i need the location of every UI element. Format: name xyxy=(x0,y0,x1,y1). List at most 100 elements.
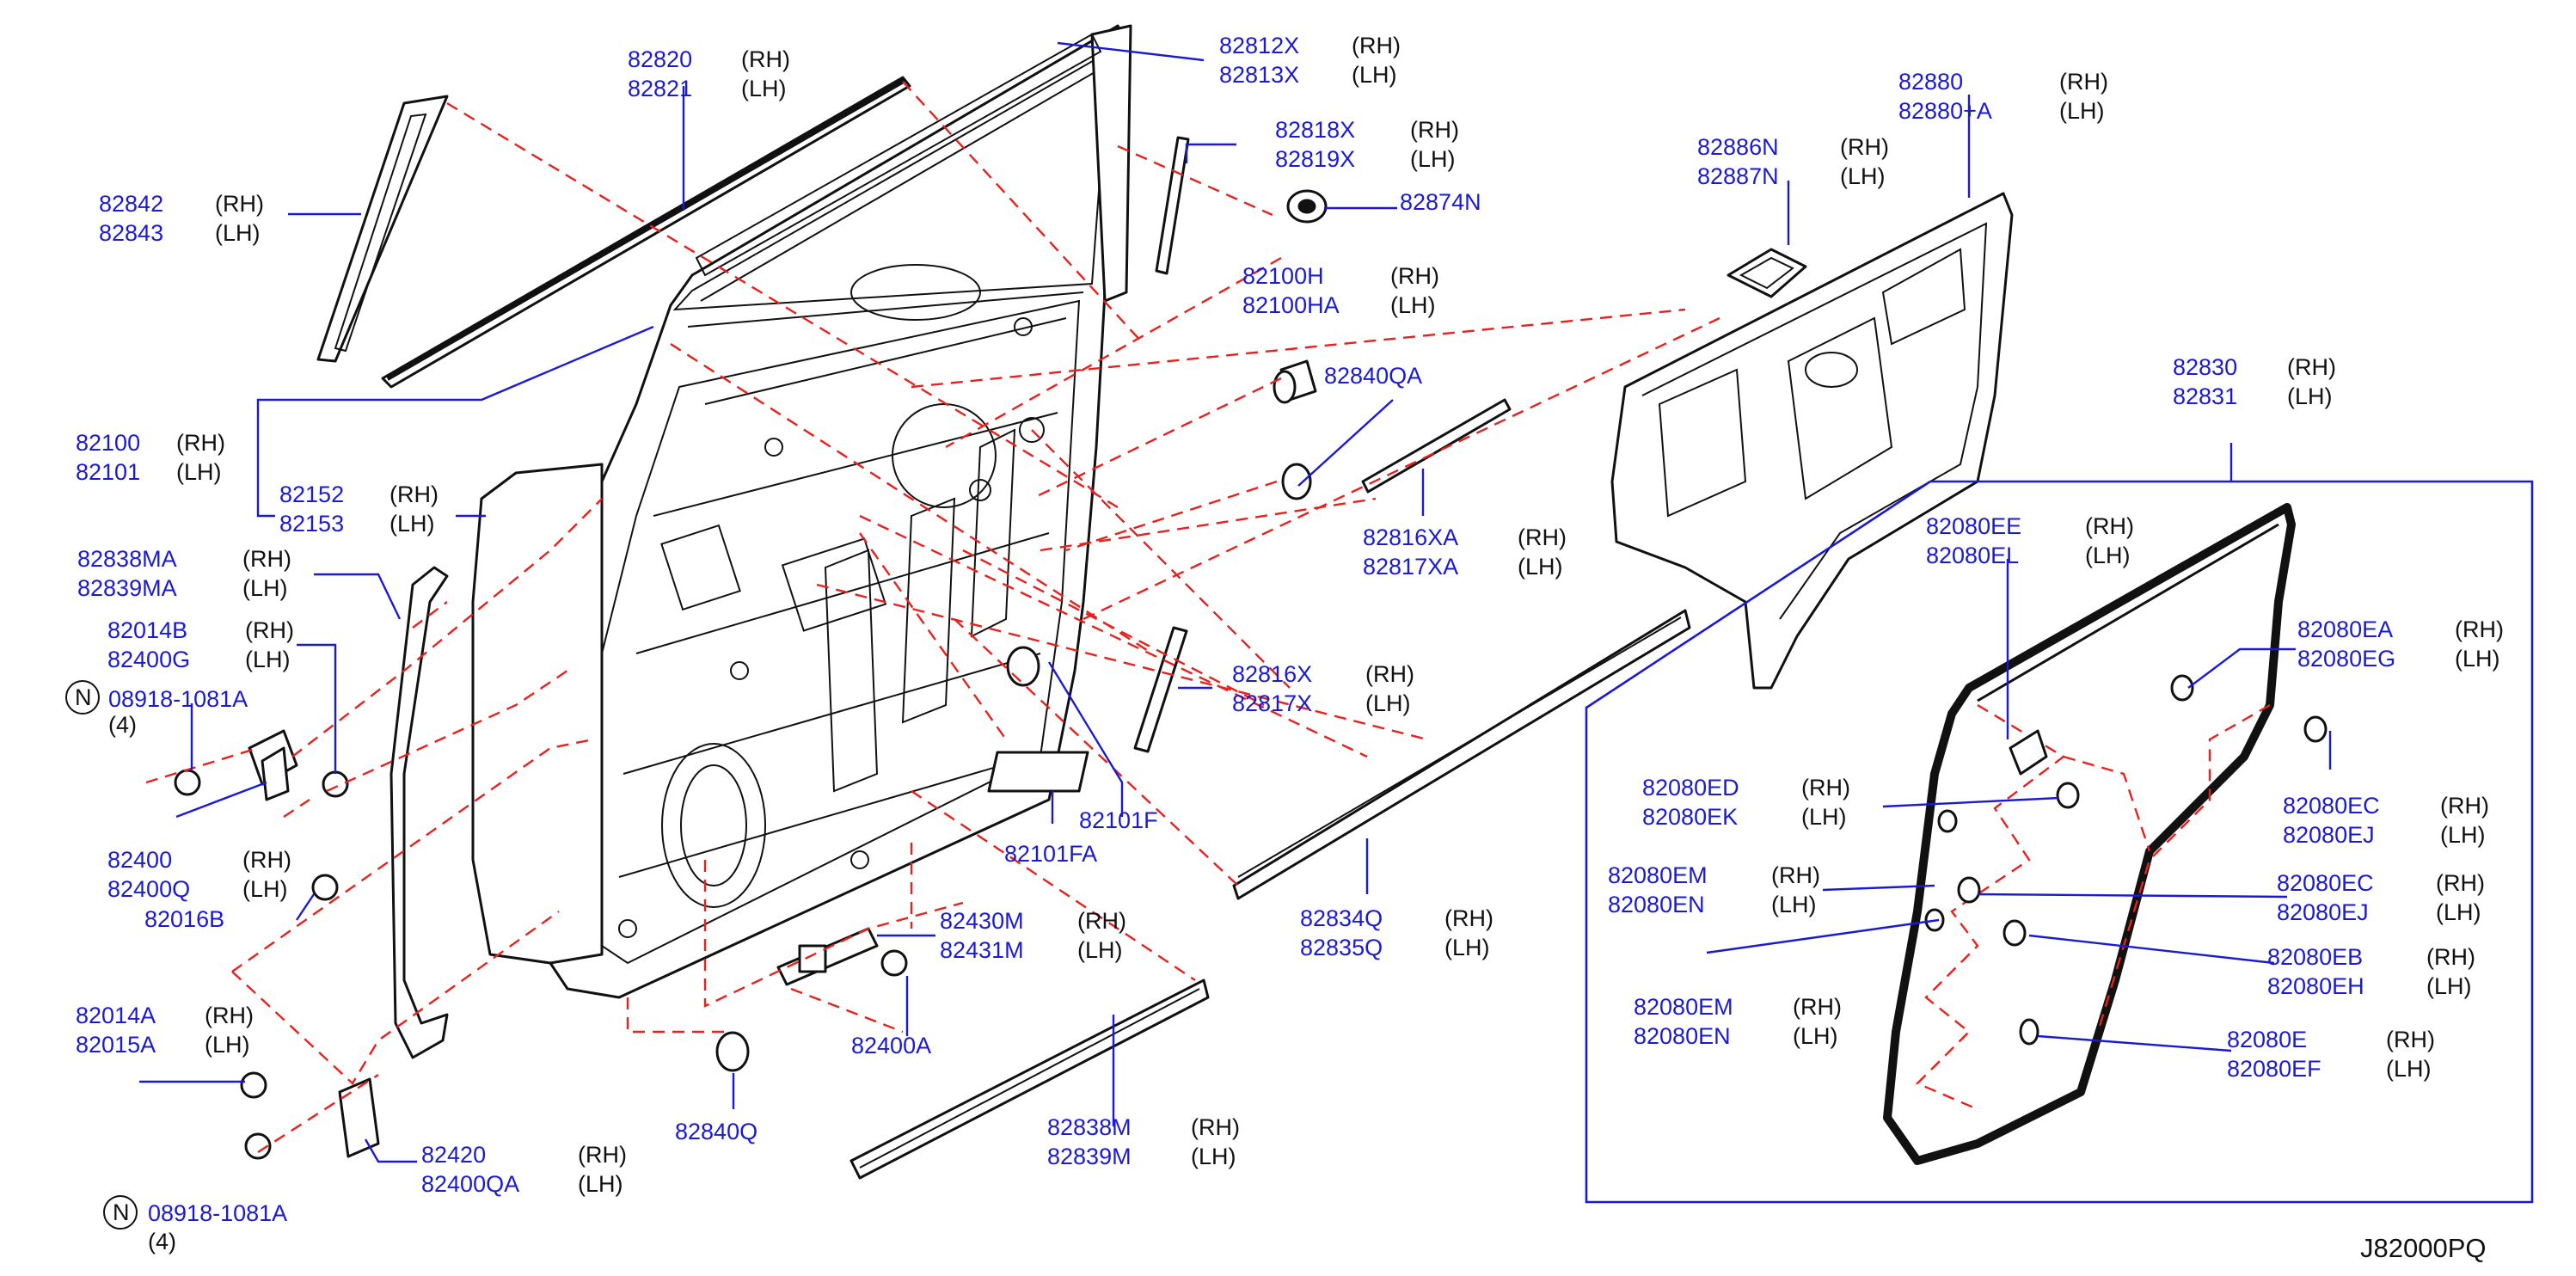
svg-text:82886N: 82886N xyxy=(1697,134,1779,160)
svg-text:82080EM: 82080EM xyxy=(1634,994,1733,1020)
belt-weatherstrip-82834q xyxy=(1232,609,1691,900)
svg-text:82813X: 82813X xyxy=(1219,62,1299,88)
callout-82152: 82152 (RH) 82153 (LH) xyxy=(279,482,439,537)
svg-text:(LH): (LH) xyxy=(1410,146,1456,172)
callout-82400: 82400 (RH) 82400Q (LH) xyxy=(107,847,291,902)
nut-upper-b xyxy=(322,770,349,798)
bumper-82100h xyxy=(1273,359,1317,404)
lower-hinge xyxy=(338,1077,380,1158)
svg-text:(LH): (LH) xyxy=(2386,1056,2432,1082)
outside-handle-82430m xyxy=(776,927,879,986)
plug-82840qa xyxy=(1281,463,1312,500)
svg-text:(LH): (LH) xyxy=(1793,1023,1838,1049)
svg-text:(RH): (RH) xyxy=(2085,513,2134,539)
svg-text:(RH): (RH) xyxy=(1518,525,1567,550)
callout-82880: 82880 (RH) 82880+A (LH) xyxy=(1898,69,2108,124)
svg-text:(RH): (RH) xyxy=(2426,944,2475,970)
svg-text:(RH): (RH) xyxy=(1191,1114,1240,1140)
svg-text:82080EA: 82080EA xyxy=(2297,617,2393,642)
svg-text:(RH): (RH) xyxy=(741,46,790,72)
bolt-82400a xyxy=(880,949,908,977)
svg-text:82101FA: 82101FA xyxy=(1004,841,1097,867)
svg-text:82840QA: 82840QA xyxy=(1324,363,1422,389)
svg-text:(RH): (RH) xyxy=(2287,354,2336,380)
svg-text:08918-1081A: 08918-1081A xyxy=(148,1200,287,1226)
callout-82816x: 82816X (RH) 82817X (LH) xyxy=(1232,661,1414,716)
callout-08918-upper: N 08918-1081A (4) xyxy=(65,680,248,738)
strip-82816x xyxy=(1133,626,1188,753)
callout-82014b: 82014B (RH) 82400G (LH) xyxy=(107,617,294,672)
svg-text:(RH): (RH) xyxy=(176,430,225,456)
svg-text:(LH): (LH) xyxy=(2287,383,2333,409)
svg-text:82100HA: 82100HA xyxy=(1242,292,1340,318)
svg-text:82101: 82101 xyxy=(76,459,140,485)
callout-82101fa: 82101FA xyxy=(1004,841,1097,867)
svg-text:(RH): (RH) xyxy=(215,191,264,217)
svg-text:(RH): (RH) xyxy=(1840,134,1889,160)
svg-text:(LH): (LH) xyxy=(2436,899,2481,925)
svg-text:(LH): (LH) xyxy=(1518,554,1563,580)
svg-text:(RH): (RH) xyxy=(2455,617,2504,642)
plug-mid xyxy=(1006,646,1040,687)
svg-text:82400QA: 82400QA xyxy=(421,1171,519,1197)
svg-text:82080EJ: 82080EJ xyxy=(2283,822,2375,848)
svg-text:82839MA: 82839MA xyxy=(77,575,177,601)
svg-text:82080EE: 82080EE xyxy=(1926,513,2021,539)
svg-text:(LH): (LH) xyxy=(176,459,222,485)
svg-text:(LH): (LH) xyxy=(578,1171,623,1197)
svg-text:82080EG: 82080EG xyxy=(2297,646,2395,672)
svg-text:(LH): (LH) xyxy=(2440,822,2486,848)
callout-82818x: 82818X (RH) 82819X (LH) xyxy=(1275,117,1459,172)
svg-text:(LH): (LH) xyxy=(1771,892,1817,917)
grommet-82874n xyxy=(1286,189,1328,224)
callout-82838ma: 82838MA (RH) 82839MA (LH) xyxy=(77,546,291,601)
callout-82080ec-upper: 82080EC (RH) 82080EJ (LH) xyxy=(2283,793,2489,848)
svg-text:82080EH: 82080EH xyxy=(2267,973,2364,999)
callout-82101f: 82101F xyxy=(1079,807,1158,833)
svg-text:82840Q: 82840Q xyxy=(675,1119,757,1144)
svg-text:(LH): (LH) xyxy=(1390,292,1436,318)
callout-82100: 82100 (RH) 82101 (LH) xyxy=(76,430,225,485)
callout-82420: 82420 (RH) 82400QA (LH) xyxy=(421,1142,627,1197)
svg-text:(RH): (RH) xyxy=(242,847,291,873)
svg-text:82820: 82820 xyxy=(628,46,692,72)
svg-text:(RH): (RH) xyxy=(2436,870,2485,896)
svg-text:82821: 82821 xyxy=(628,76,692,101)
svg-text:82830: 82830 xyxy=(2173,354,2237,380)
callout-82080eb: 82080EB (RH) 82080EH (LH) xyxy=(2267,944,2475,999)
sash-moulding-triangle xyxy=(316,95,449,363)
svg-text:82834Q: 82834Q xyxy=(1300,905,1383,931)
svg-text:(LH): (LH) xyxy=(1365,690,1411,716)
callout-82100h: 82100H (RH) 82100HA (LH) xyxy=(1242,263,1439,318)
svg-text:82835Q: 82835Q xyxy=(1300,935,1383,960)
callout-82874n: 82874N xyxy=(1400,189,1481,215)
svg-text:(LH): (LH) xyxy=(215,220,261,246)
svg-text:08918-1081A: 08918-1081A xyxy=(108,686,248,712)
svg-text:82420: 82420 xyxy=(421,1142,486,1168)
svg-text:(RH): (RH) xyxy=(1793,994,1842,1020)
svg-text:(LH): (LH) xyxy=(205,1032,250,1058)
svg-text:82431M: 82431M xyxy=(940,937,1024,963)
svg-text:82880+A: 82880+A xyxy=(1898,98,1992,124)
callout-82838m: 82838M (RH) 82839M (LH) xyxy=(1047,1114,1240,1169)
svg-text:(RH): (RH) xyxy=(1365,661,1414,687)
svg-text:(RH): (RH) xyxy=(1390,263,1439,289)
svg-text:82838M: 82838M xyxy=(1047,1114,1132,1140)
svg-text:82817XA: 82817XA xyxy=(1363,554,1458,580)
pull-handle-cup xyxy=(1727,248,1807,298)
clip-82080ee xyxy=(2009,729,2048,776)
glass-run-channel xyxy=(1090,24,1132,303)
clip-82080eb xyxy=(2003,919,2027,947)
svg-text:82400G: 82400G xyxy=(107,647,190,672)
svg-text:82887N: 82887N xyxy=(1697,163,1779,189)
svg-text:N: N xyxy=(113,1199,130,1225)
leader-lines xyxy=(139,41,2332,1163)
svg-text:82819X: 82819X xyxy=(1275,146,1355,172)
svg-text:82100: 82100 xyxy=(76,430,140,456)
strip-82818x xyxy=(1155,136,1190,275)
svg-text:82080EL: 82080EL xyxy=(1926,543,2019,568)
clip-82080ed xyxy=(2056,782,2080,809)
svg-text:82080EC: 82080EC xyxy=(2277,870,2374,896)
svg-text:(4): (4) xyxy=(148,1229,176,1255)
callout-82816xa: 82816XA (RH) 82817XA (LH) xyxy=(1363,525,1567,580)
